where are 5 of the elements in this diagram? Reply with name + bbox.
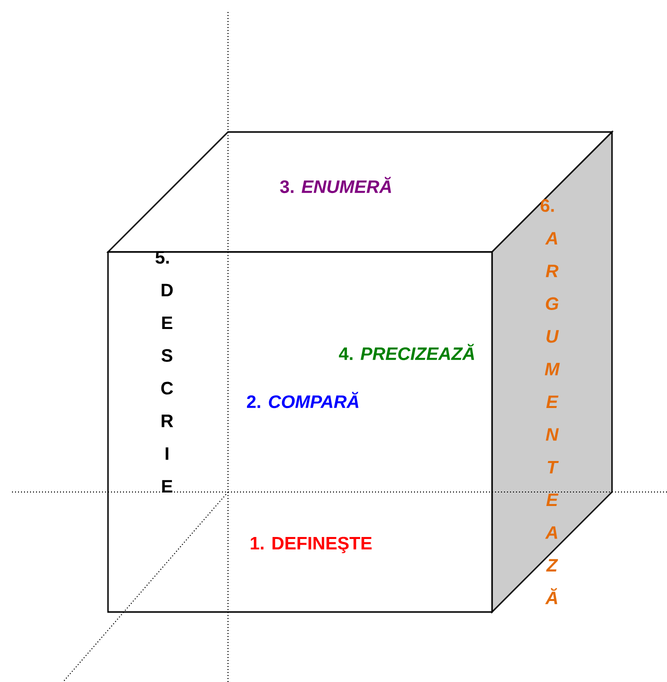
face-label: 1. DEFINEŞTE xyxy=(250,536,372,554)
face-label: 2. COMPARĂ xyxy=(246,392,358,408)
vertical-label: 6. ARGUMENTEAZĂ xyxy=(540,199,560,604)
face-label: 4. PRECIZEAZĂ xyxy=(338,344,474,360)
face-label: 3. ENUMERĂ xyxy=(280,176,392,194)
